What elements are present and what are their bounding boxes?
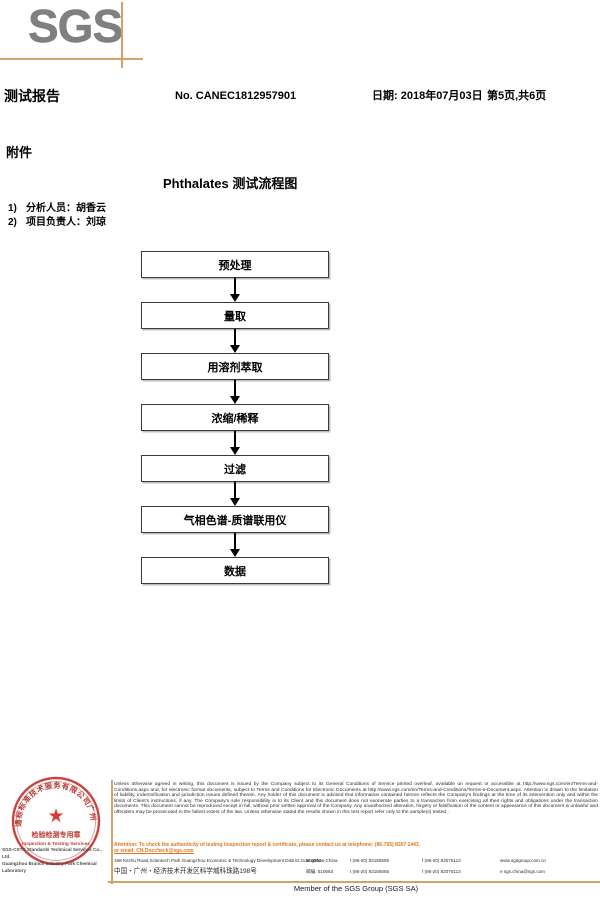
logo-vertical-rule [121,2,123,68]
seal-caption-line2: Guangzhou Branch Industry Park Chemical … [2,861,97,873]
footer-bottom-rule [108,881,600,883]
attention-line-2[interactable]: or email: CN.Doccheck@sgs.com [114,848,194,855]
svg-text:Inspection & Testing Services: Inspection & Testing Services [22,841,90,847]
attention-notice: Attention: To check the authenticity of … [114,842,598,854]
list-item: 2) 项目负责人：刘琼 [8,216,106,230]
legal-disclaimer: Unless otherwise agreed in writing, this… [114,782,598,815]
report-header-line: 测试报告 No. CANEC1812957901 日期: 2018年07月03日… [0,86,600,106]
flow-box-label: 用溶剂萃取 [141,353,329,380]
sgs-logo: SGS [0,0,200,70]
flow-arrow-icon [141,329,329,353]
report-date: 日期: 2018年07月03日 [372,90,483,102]
svg-text:★: ★ [47,806,64,827]
flowchart-step: 数据 [141,557,329,584]
arrow-shaft [234,278,236,296]
flowchart-step: 用溶剂萃取 [141,353,329,380]
arrow-head [230,549,240,557]
attention-line-1: Attention: To check the authenticity of … [114,842,421,848]
footer-vertical-divider [111,780,113,884]
arrow-head [230,396,240,404]
address-english: 198 Kezhu Road,Scientech Park Guangzhou … [114,856,600,865]
address-cn-zip: 邮编: 510663 [306,869,334,874]
flow-box-label: 预处理 [141,251,329,278]
address-en-website[interactable]: www.sgsgroup.com.cn [500,858,546,863]
personnel-index: 2) [8,217,17,228]
flow-arrow-icon [141,431,329,455]
page-indicator: 第5页,共6页 [487,90,547,102]
member-of-group-line: Member of the SGS Group (SGS SA) [293,884,419,893]
flowchart-step: 量取 [141,302,329,329]
flow-arrow-icon [141,278,329,302]
arrow-head [230,345,240,353]
address-cn-tel: t (86-20) 82155555 [350,869,390,874]
arrow-shaft [234,482,236,500]
arrow-shaft [234,380,236,398]
seal-caption: SGS-CSTC Standards Technical Services Co… [2,846,110,874]
flowchart-step: 浓缩/稀释 [141,404,329,431]
company-seal-stamp: SGS通标标准技术服务有限公司广州分公司 ★ 检验检测专用章 Inspectio… [7,774,105,872]
address-cn-fax: f (86-20) 82075113 [422,869,461,874]
arrow-shaft [234,431,236,449]
address-en-fax: f (86-20) 82075113 [422,858,461,863]
flowchart-step: 气相色谱-质谱联用仪 [141,506,329,533]
flow-arrow-icon [141,482,329,506]
report-title: 测试报告 [4,88,60,104]
svg-text:检验检测专用章: 检验检测专用章 [32,830,81,839]
arrow-head [230,498,240,506]
arrow-shaft [234,533,236,551]
flowchart-title: Phthalates 测试流程图 [163,176,298,191]
flowchart: 预处理 量取 用溶剂萃取 浓缩/稀释 过滤 [141,251,329,584]
flow-box-label: 过滤 [141,455,329,482]
seal-caption-line1: SGS-CSTC Standards Technical Services Co… [2,847,102,859]
address-cn-street: 中国・广州・经济技术开发区科学城科珠路198号 [114,868,257,875]
address-en-tel: t (86-20) 82155555 [350,858,390,863]
flowchart-step: 预处理 [141,251,329,278]
address-cn-email[interactable]: e sgs.china@sgs.com [500,869,546,874]
arrow-head [230,294,240,302]
attachment-label: 附件 [6,145,33,160]
personnel-text: 分析人员：胡香云 [26,203,106,214]
address-en-street: 198 Kezhu Road,Scientech Park Guangzhou … [114,858,338,863]
logo-horizontal-rule [0,58,143,60]
arrow-head [230,447,240,455]
list-item: 1) 分析人员：胡香云 [8,202,106,216]
personnel-text: 项目负责人：刘琼 [26,217,106,228]
flow-box-label: 量取 [141,302,329,329]
flow-box-label: 气相色谱-质谱联用仪 [141,506,329,533]
arrow-shaft [234,329,236,347]
address-chinese: 中国・广州・经济技术开发区科学城科珠路198号 邮编: 510663 t (86-2… [114,866,600,877]
flow-box-label: 数据 [141,557,329,584]
flowchart-step: 过滤 [141,455,329,482]
personnel-index: 1) [8,203,17,214]
flow-box-label: 浓缩/稀释 [141,404,329,431]
flow-arrow-icon [141,533,329,557]
sgs-logo-text: SGS [28,0,124,52]
page-footer: SGS通标标准技术服务有限公司广州分公司 ★ 检验检测专用章 Inspectio… [0,770,600,899]
personnel-list: 1) 分析人员：胡香云 2) 项目负责人：刘琼 [8,202,106,230]
address-en-zip: 510663 [306,858,322,863]
flow-arrow-icon [141,380,329,404]
report-number: No. CANEC1812957901 [175,90,297,102]
